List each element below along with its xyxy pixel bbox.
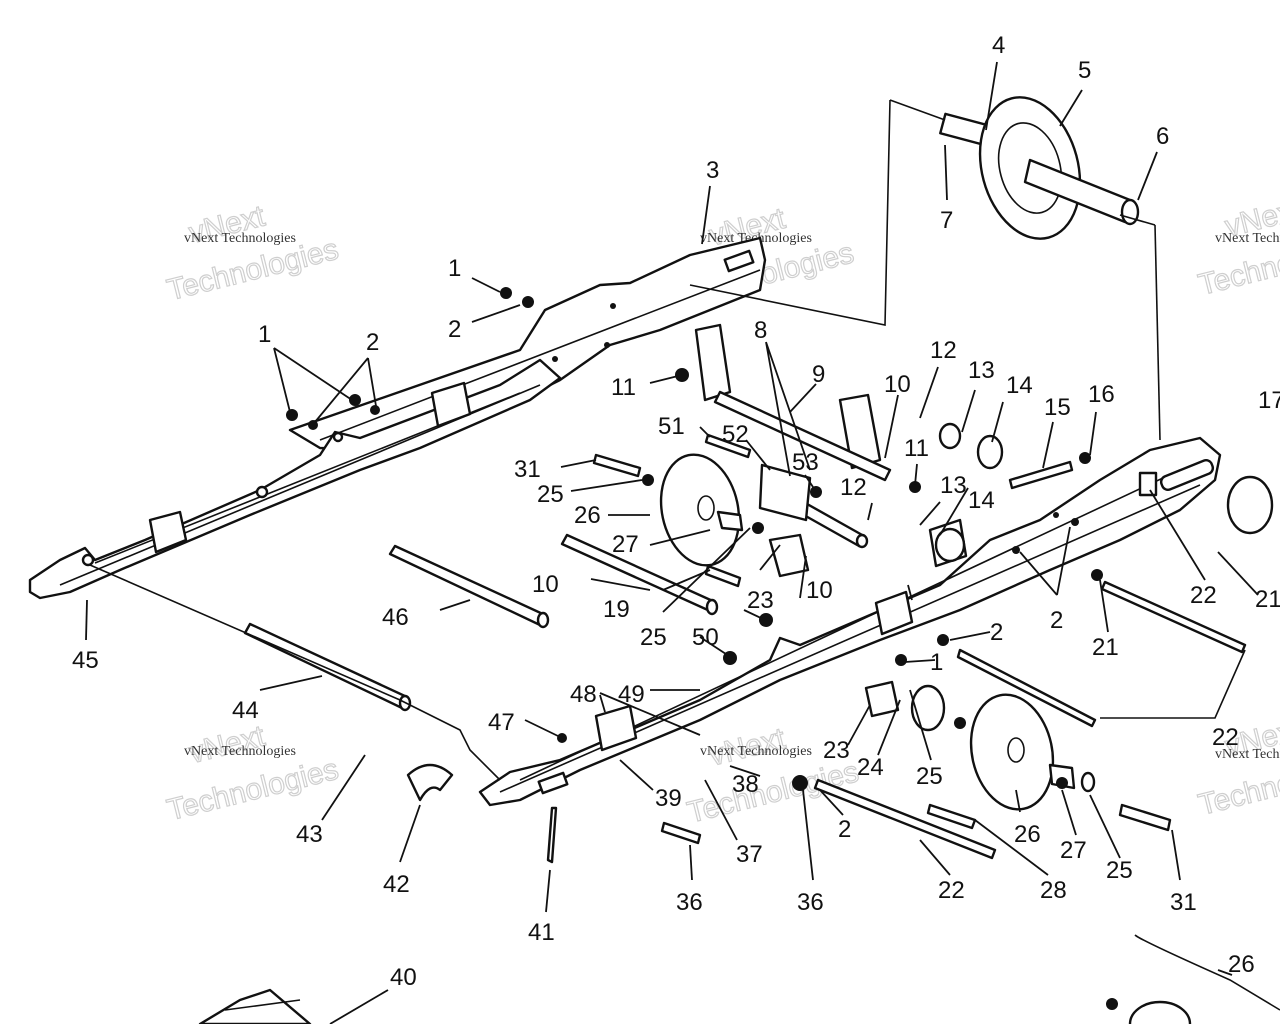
callout-45: 46 (382, 604, 409, 631)
callout-24: 22 (1212, 724, 1239, 751)
callout-1: 1 (448, 255, 461, 282)
callout-29: 27 (612, 531, 639, 558)
callout-21: 21 (1255, 586, 1280, 613)
slide-rail-left (28, 358, 562, 600)
idler-wheel-lower (969, 693, 1096, 811)
callout-31: 31 (514, 456, 541, 483)
callout-38: 39 (655, 785, 682, 812)
callout-27: 25 (916, 763, 943, 790)
callout-10: 10 (884, 371, 911, 398)
callout-28: 26 (1228, 951, 1255, 978)
callout-2: 2 (838, 816, 851, 843)
callout-10: 10 (532, 571, 559, 598)
callout-1: 1 (258, 321, 271, 348)
callout-28: 26 (1014, 821, 1041, 848)
callout-22: 22 (1190, 582, 1217, 609)
watermark-small: vNext Technologies (700, 744, 812, 759)
callout-27: 25 (640, 624, 667, 651)
callout-2: 2 (448, 316, 461, 343)
callout-6: 6 (1156, 123, 1169, 150)
callout-5: 5 (1078, 57, 1091, 84)
rear-rail-back (288, 236, 767, 452)
callout-25: 23 (823, 737, 850, 764)
callout-11: 11 (611, 374, 636, 401)
rear-axle-wheel-assembly (939, 96, 1140, 240)
callout-47: 48 (570, 681, 597, 708)
watermark-small: vNext Technologies (1215, 747, 1280, 762)
callout-4: 4 (992, 32, 1005, 59)
cross-shafts (243, 498, 869, 712)
callout-24: 22 (938, 877, 965, 904)
callout-29: 27 (1060, 837, 1087, 864)
callout-14: 14 (968, 487, 995, 514)
callout-35: 36 (676, 889, 703, 916)
idler-wheel-upper (659, 453, 744, 567)
callout-31: 31 (1170, 889, 1197, 916)
leader-lines (85, 61, 1259, 1024)
callout-8: 8 (754, 317, 767, 344)
callout-9: 9 (812, 361, 825, 388)
callout-40: 40 (390, 964, 417, 991)
callout-42: 43 (296, 821, 323, 848)
callout-12: 12 (930, 337, 957, 364)
callout-12: 12 (840, 474, 867, 501)
callout-51: 52 (722, 421, 749, 448)
watermark-small: vNext Technologies (184, 231, 296, 246)
watermark-small: vNext Technologies (1215, 231, 1280, 246)
callout-17: 17 (1258, 387, 1280, 414)
callout-13: 13 (940, 472, 967, 499)
callout-50: 51 (658, 413, 685, 440)
callout-23: 21 (1092, 634, 1119, 661)
callout-27: 25 (537, 481, 564, 508)
callout-2: 2 (366, 329, 379, 356)
callout-19: 19 (603, 596, 630, 623)
slide-rail-right (478, 436, 1222, 807)
callout-37: 38 (732, 771, 759, 798)
callout-7: 7 (940, 207, 953, 234)
callout-1: 1 (930, 649, 943, 676)
callout-36: 37 (736, 841, 763, 868)
callout-48: 49 (618, 681, 645, 708)
suspension-brackets (694, 323, 968, 732)
callout-13: 13 (968, 357, 995, 384)
callout-11: 11 (904, 435, 929, 462)
callout-39: 41 (528, 919, 555, 946)
callout-14: 14 (1006, 372, 1033, 399)
callout-3: 3 (706, 157, 719, 184)
callout-35: 36 (797, 889, 824, 916)
callout-46: 47 (488, 709, 515, 736)
callout-labels: 1 2 1 2 3 4 5 6 7 8 9 11 10 12 13 14 15 … (72, 32, 1280, 991)
callout-52: 53 (792, 449, 819, 476)
callout-41: 42 (383, 871, 410, 898)
callout-15: 15 (1044, 394, 1071, 421)
callout-16: 16 (1088, 381, 1115, 408)
callout-49: 50 (692, 624, 719, 651)
callout-44: 45 (72, 647, 99, 674)
callout-26: 24 (857, 754, 884, 781)
bottom-partial-parts (198, 934, 1280, 1024)
callout-28: 26 (574, 502, 601, 529)
phantom-lines (89, 99, 1246, 781)
watermark-small: vNext Technologies (184, 744, 296, 759)
callout-27: 25 (1106, 857, 1133, 884)
callout-2: 2 (990, 619, 1003, 646)
callout-10: 10 (806, 577, 833, 604)
hardware-bolts (286, 287, 1274, 864)
callout-30: 28 (1040, 877, 1067, 904)
callout-25: 23 (747, 587, 774, 614)
callout-43: 44 (232, 697, 259, 724)
watermark-technologies: Technologies (164, 753, 342, 827)
callout-2: 2 (1050, 607, 1063, 634)
